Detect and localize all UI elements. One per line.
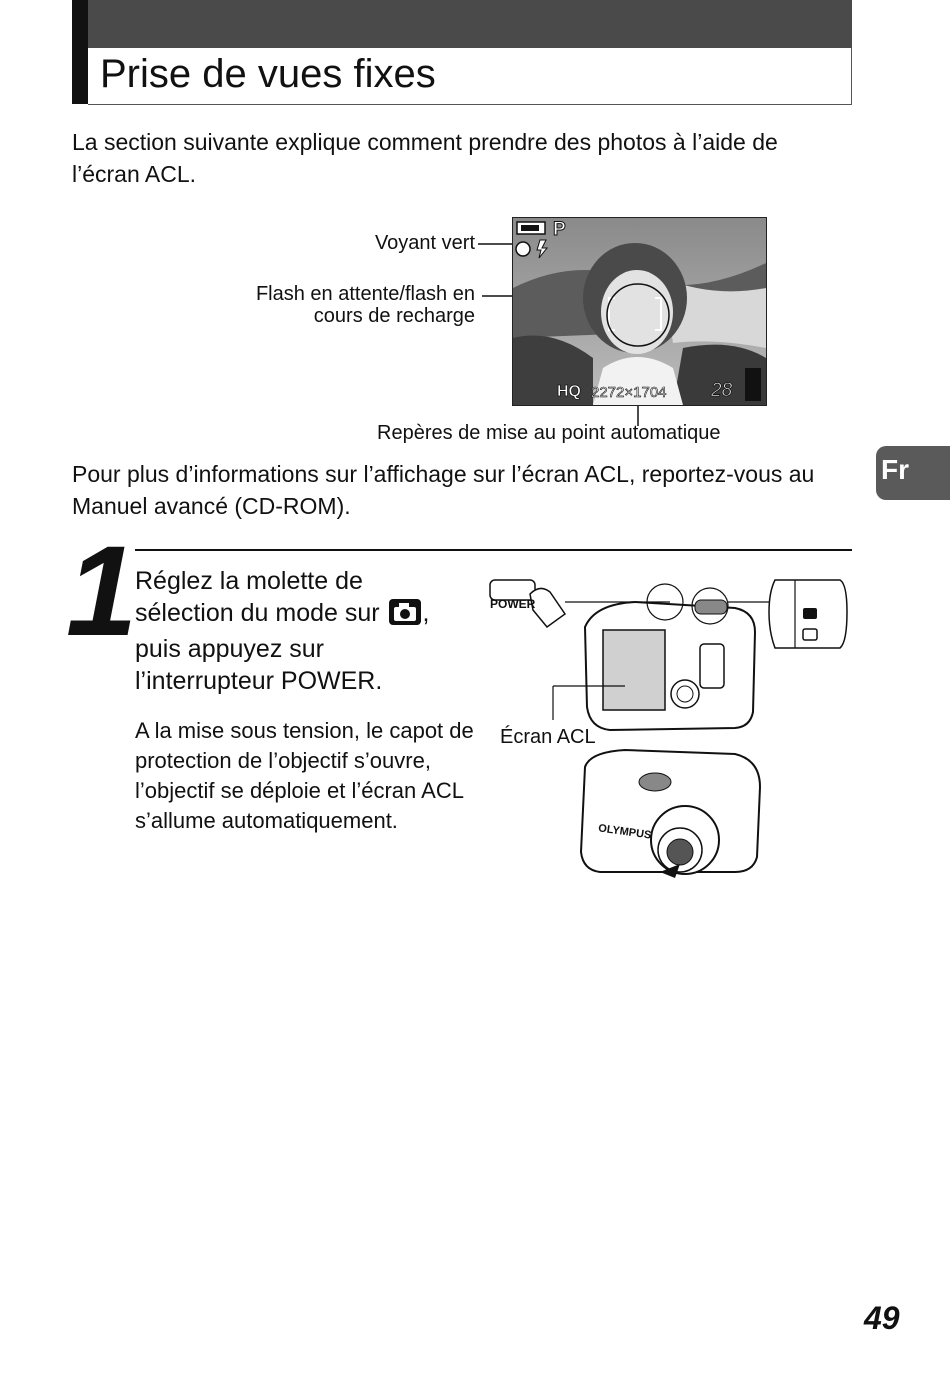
page-title: Prise de vues fixes	[100, 52, 436, 96]
label-af-marks: Repères de mise au point automatique	[377, 422, 721, 444]
step-rule	[135, 549, 852, 551]
step-body: A la mise sous tension, le capot de prot…	[135, 718, 474, 833]
label-flash-line1: Flash en attente/flash en	[255, 283, 475, 305]
mode-indicator: P	[553, 219, 567, 241]
more-info-paragraph: Pour plus d’informations sur l’affichage…	[72, 461, 815, 519]
page-number: 49	[864, 1300, 900, 1336]
resolution-indicator: 2272×1704	[591, 384, 667, 402]
quality-indicator: HQ	[557, 383, 582, 401]
camera-mode-icon	[388, 599, 421, 633]
step-title: Réglez la molette de sélection du mode s…	[135, 565, 465, 697]
title-stripe	[72, 0, 88, 104]
label-green-light: Voyant vert	[374, 232, 475, 254]
language-tab	[876, 446, 950, 500]
label-flash-line2: cours de recharge	[313, 305, 475, 327]
step-title-part2: , puis appuyez sur l’interrupteur POWER.	[135, 599, 430, 695]
language-tab-label: Fr	[881, 454, 909, 485]
lcd-screen-photo: P HQ 2272×1704 28	[512, 217, 767, 406]
title-banner	[72, 0, 852, 48]
intro-paragraph: La section suivante explique comment pre…	[72, 129, 778, 187]
lcd-label: Écran ACL	[500, 726, 596, 748]
power-button-label: POWER	[490, 597, 536, 611]
title-box	[88, 48, 852, 105]
camera-illustration	[489, 579, 848, 878]
frames-remaining: 28	[711, 380, 733, 402]
step-number: 1	[66, 520, 138, 663]
step-title-part1: Réglez la molette de sélection du mode s…	[135, 567, 380, 627]
